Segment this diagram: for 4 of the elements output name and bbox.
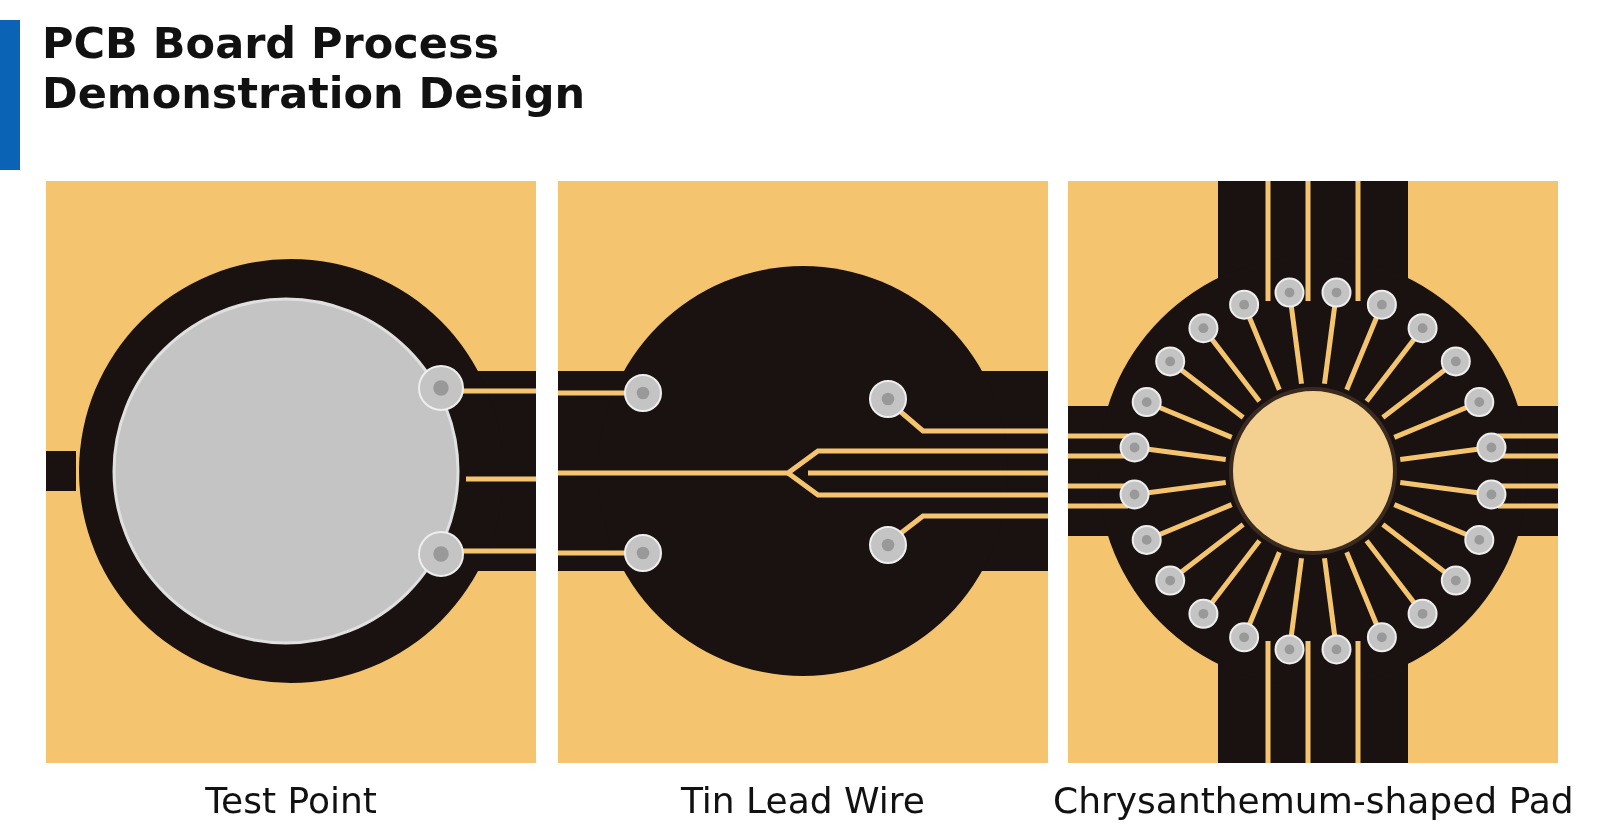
caption: Chrysanthemum-shaped Pad [1053, 780, 1573, 821]
caption: Tin Lead Wire [679, 780, 926, 821]
caption: Test Point [204, 780, 378, 821]
title: PCB Board Process Demonstration Design [42, 18, 587, 118]
